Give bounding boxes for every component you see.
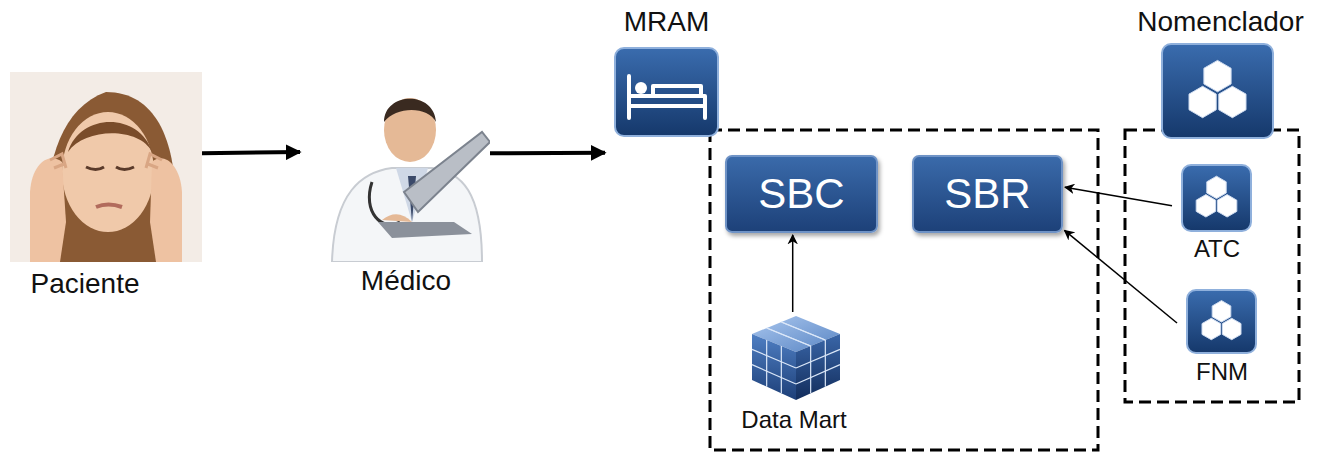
process-box: SBC bbox=[725, 155, 878, 233]
nomenclador-region: NomencladorATC FNM bbox=[1123, 6, 1318, 404]
label-holder: MRAM bbox=[613, 6, 720, 38]
photo-illustration bbox=[322, 72, 490, 262]
box-label: SBR bbox=[944, 170, 1030, 218]
label-holder: Nomenclador bbox=[1123, 6, 1318, 38]
photo-illustration bbox=[10, 72, 202, 262]
box-label: SBC bbox=[758, 170, 844, 218]
node-label: Médico bbox=[361, 265, 451, 297]
label-holder: FNM bbox=[1177, 358, 1267, 386]
label-holder: ATC bbox=[1172, 235, 1262, 263]
node-label: Nomenclador bbox=[1137, 6, 1304, 38]
mram-region: MRAM SBC SBR Data Mart bbox=[613, 6, 1100, 452]
group-icon bbox=[1160, 42, 1275, 140]
label-holder: Paciente bbox=[10, 268, 160, 300]
node-label: Paciente bbox=[31, 268, 140, 300]
figure-icon bbox=[1185, 288, 1258, 355]
node-label: Data Mart bbox=[741, 406, 846, 434]
catalog-icon: FNM bbox=[1177, 288, 1267, 388]
data-mart-cube: Data Mart bbox=[728, 312, 860, 438]
catalog-icon: ATC bbox=[1172, 163, 1262, 265]
photo-illustration bbox=[322, 72, 490, 262]
flow-arrow bbox=[490, 151, 605, 155]
process-box: SBR bbox=[912, 155, 1063, 233]
group-icon bbox=[613, 46, 720, 138]
flow-arrow bbox=[1065, 187, 1172, 206]
doctor-figure: Médico bbox=[322, 72, 490, 300]
group-icon bbox=[1160, 42, 1275, 140]
patient-figure: Paciente bbox=[10, 72, 202, 304]
figure-icon bbox=[1180, 163, 1253, 233]
photo-illustration bbox=[10, 72, 202, 262]
node-label: MRAM bbox=[624, 6, 710, 38]
figure-icon bbox=[1185, 288, 1258, 355]
figure-icon bbox=[1180, 163, 1253, 233]
node-label: FNM bbox=[1196, 358, 1248, 386]
label-holder: Data Mart bbox=[728, 406, 860, 434]
figure-icon bbox=[748, 312, 844, 402]
label-holder: Médico bbox=[322, 265, 490, 297]
flow-arrow bbox=[202, 152, 300, 153]
flow-arrow bbox=[1065, 230, 1178, 323]
figure-icon bbox=[748, 312, 844, 402]
flow-arrow bbox=[792, 235, 794, 312]
group-icon bbox=[613, 46, 720, 138]
node-label: ATC bbox=[1194, 235, 1240, 263]
